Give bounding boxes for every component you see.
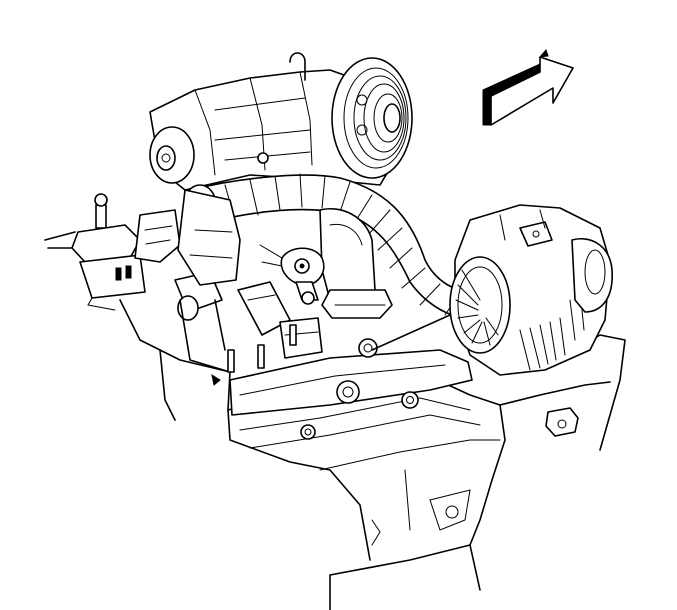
cover-bolt (358, 338, 378, 358)
throttle-body (259, 208, 393, 319)
engine-block-icon (119, 299, 626, 610)
cover-bolt (401, 391, 419, 409)
generator-icon (449, 204, 613, 376)
forward-direction-arrow-icon (482, 49, 574, 126)
cover-bolt (300, 424, 316, 440)
cover-bolt (336, 380, 360, 404)
ac-compressor-icon (149, 52, 413, 191)
intake-manifold (177, 189, 451, 386)
valve-cover (229, 338, 473, 440)
